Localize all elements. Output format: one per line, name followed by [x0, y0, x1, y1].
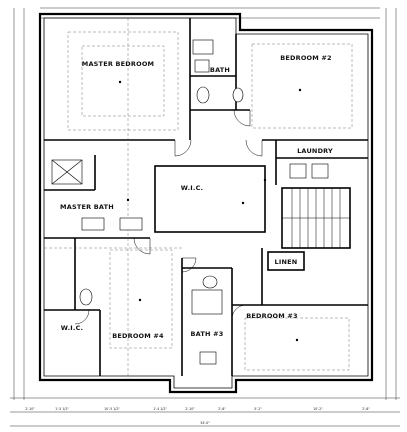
room-label-bath3: BATH #3 [191, 330, 224, 338]
detail-lines [44, 18, 353, 380]
room-label-wic-lower: W.I.C. [61, 324, 83, 332]
room-label-bedroom4: BEDROOM #4 [112, 332, 164, 340]
dim-bottom-2: 10'-5 1/2" [104, 407, 120, 411]
fixtures [51, 39, 329, 365]
dim-bottom-7: 10'-2" [313, 407, 323, 411]
dim-bottom-4: 2'-10" [185, 407, 195, 411]
dim-bottom-total: 34'-0" [200, 421, 210, 425]
room-label-wic-center: W.I.C. [181, 184, 203, 192]
dim-bottom-0: 2'-10" [25, 407, 35, 411]
room-label-master-bedroom: MASTER BEDROOM [82, 60, 154, 68]
outlets [118, 80, 302, 342]
dim-bottom-3: 1'-4 1/2" [153, 407, 167, 411]
room-label-master-bath: MASTER BATH [60, 203, 114, 211]
dim-bottom-6: 5'-2" [254, 407, 262, 411]
dim-bottom-1: 1'-5 1/2" [55, 407, 69, 411]
bottom-dimensions: 2'-10" 1'-5 1/2" 10'-5 1/2" 1'-4 1/2" 2'… [25, 407, 370, 425]
door-swings [74, 109, 263, 325]
room-label-bedroom3: BEDROOM #3 [246, 312, 298, 320]
room-label-linen: LINEN [275, 258, 298, 266]
dim-bottom-5: 2'-6" [218, 407, 226, 411]
room-label-bedroom2: BEDROOM #2 [280, 54, 332, 62]
stair-treads [282, 188, 350, 248]
dim-bottom-8: 2'-6" [362, 407, 370, 411]
room-label-laundry: LAUNDRY [297, 147, 333, 155]
room-label-bath-top: BATH [210, 66, 230, 74]
